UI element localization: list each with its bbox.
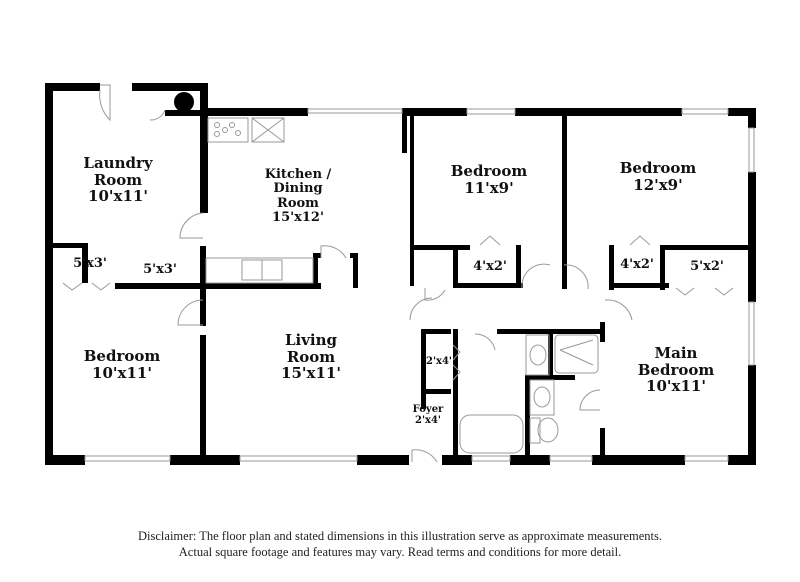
foyer-label: Foyer 2'x4' [413, 404, 444, 426]
closet-label: 2'x4' [425, 356, 453, 367]
room-name: Room [286, 347, 336, 366]
closet-label: 5'x3' [143, 262, 177, 277]
room-name: Kitchen / [264, 167, 332, 182]
bedroom-top-mid-label: Bedroom 11'x9' [451, 163, 528, 196]
room-dims: 15'x11' [281, 364, 341, 382]
room-dims: 10'x11' [92, 363, 152, 382]
closet-label: 4'x2' [473, 259, 507, 274]
disclaimer-line: Disclaimer: The floor plan and stated di… [138, 529, 662, 543]
disclaimer: Disclaimer: The floor plan and stated di… [0, 528, 800, 560]
room-name: Main [654, 344, 698, 362]
room-name: Room [277, 195, 319, 211]
main-bedroom-label: Main Bedroom 10'x11' [638, 345, 715, 395]
room-dims: 11'x9' [464, 178, 514, 197]
room-name: Room [93, 170, 143, 189]
room-dims: 2'x4' [414, 415, 442, 426]
closet-label: 5'x2' [690, 259, 724, 274]
room-dims: 12'x9' [633, 175, 683, 194]
disclaimer-line: Actual square footage and features may v… [178, 545, 622, 559]
room-dims: 10'x11' [646, 377, 706, 395]
room-name: Bedroom [637, 360, 715, 379]
bedroom-top-right-label: Bedroom 12'x9' [620, 160, 697, 193]
room-name: Bedroom [450, 162, 528, 180]
room-name: Bedroom [83, 347, 161, 365]
room-name: Laundry [83, 154, 153, 172]
closet-label: 4'x2' [620, 257, 654, 272]
kitchen-dining-label: Kitchen / Dining Room 15'x12' [264, 167, 332, 225]
closet-label: 5'x3' [73, 256, 107, 271]
room-name: Foyer [412, 404, 444, 415]
laundry-room-label: Laundry Room 10'x11' [83, 155, 152, 205]
bedroom-left-label: Bedroom 10'x11' [84, 348, 161, 381]
room-dims: 10'x11' [88, 187, 148, 205]
room-name: Bedroom [619, 159, 697, 177]
living-room-label: Living Room 15'x11' [281, 332, 341, 382]
room-name: Living [284, 331, 338, 349]
room-dims: 15'x12' [272, 209, 324, 225]
room-name: Dining [273, 181, 323, 197]
